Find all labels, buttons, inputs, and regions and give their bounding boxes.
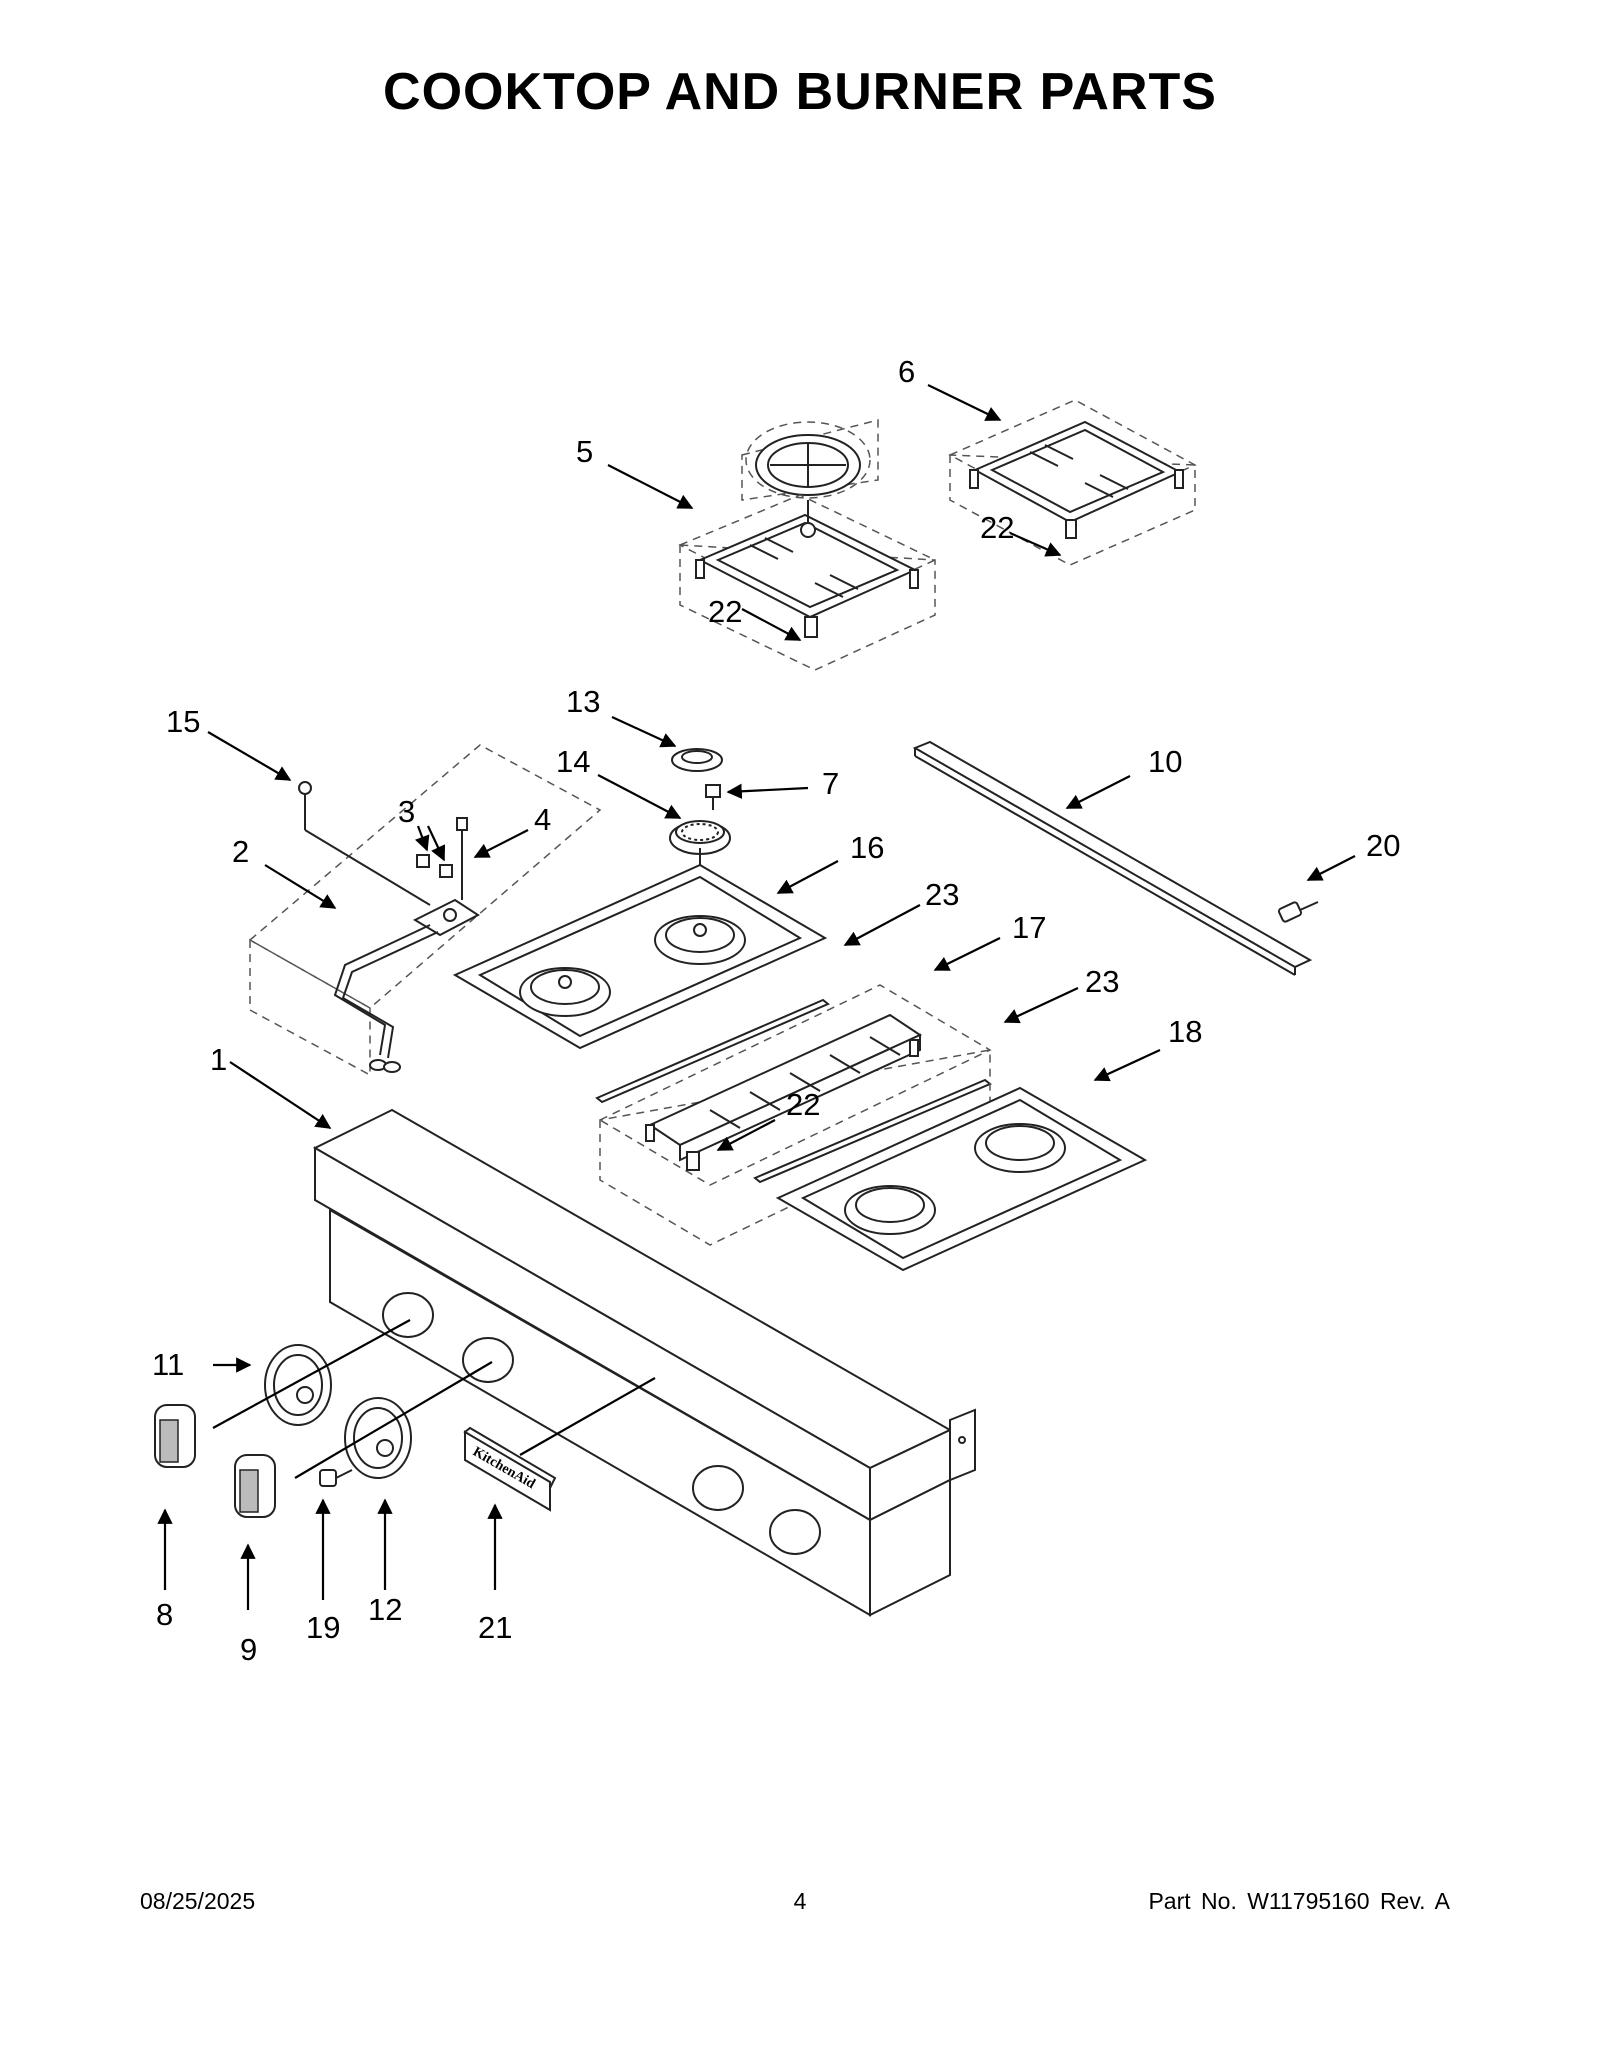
burner-cap-and-base	[669, 748, 731, 930]
callout-4: 4	[534, 802, 551, 837]
burner-tray-16	[452, 863, 828, 1050]
control-panel-1	[312, 1108, 976, 1617]
callout-labels: 1 2 3 4 5 6 7 8 9 10 11 12 13 14 15 16 1…	[152, 354, 1400, 1667]
grate-right	[948, 399, 1197, 566]
footer-page-number: 4	[793, 1888, 807, 1914]
callout-21: 21	[478, 1610, 512, 1645]
callout-17: 17	[1012, 910, 1046, 945]
callout-3: 3	[398, 794, 415, 829]
callout-5: 5	[576, 434, 593, 469]
gaskets-23	[595, 998, 992, 1184]
callout-20: 20	[1366, 828, 1400, 863]
callout-16: 16	[850, 830, 884, 865]
callout-8: 8	[156, 1597, 173, 1632]
control-knobs	[154, 1404, 276, 1518]
callout-23-b: 23	[1085, 964, 1119, 999]
burner-tray-18	[775, 1086, 1148, 1272]
callout-14: 14	[556, 744, 590, 779]
callout-2: 2	[232, 834, 249, 869]
callout-22-a: 22	[708, 594, 742, 629]
grate-left-with-wok-ring	[678, 419, 937, 671]
leader-arrows	[157, 384, 1356, 1610]
callout-10: 10	[1148, 744, 1182, 779]
callout-22-c: 22	[786, 1087, 820, 1122]
callout-15: 15	[166, 704, 200, 739]
callout-13: 13	[566, 684, 600, 719]
callout-18: 18	[1168, 1014, 1202, 1049]
knob-bezels	[264, 1344, 412, 1479]
center-grate-17	[598, 984, 992, 1246]
footer-date: 08/25/2025	[140, 1888, 256, 1914]
igniter-assembly	[248, 744, 602, 1077]
brand-badge: KitchenAid	[463, 1426, 557, 1512]
callout-11: 11	[152, 1347, 184, 1382]
screw-20	[1277, 901, 1319, 923]
callout-19: 19	[306, 1610, 340, 1645]
screw-19	[319, 1469, 353, 1487]
callout-9: 9	[240, 1632, 257, 1667]
callout-6: 6	[898, 354, 915, 389]
trim-strip	[912, 740, 1313, 976]
page-title: COOKTOP AND BURNER PARTS	[383, 63, 1217, 121]
callout-12: 12	[368, 1592, 402, 1627]
callout-22-b: 22	[980, 510, 1014, 545]
callout-23-a: 23	[925, 877, 959, 912]
callout-7: 7	[822, 766, 839, 801]
callout-1: 1	[210, 1042, 227, 1077]
footer-part-number: Part No. W11795160 Rev. A	[1148, 1888, 1450, 1914]
